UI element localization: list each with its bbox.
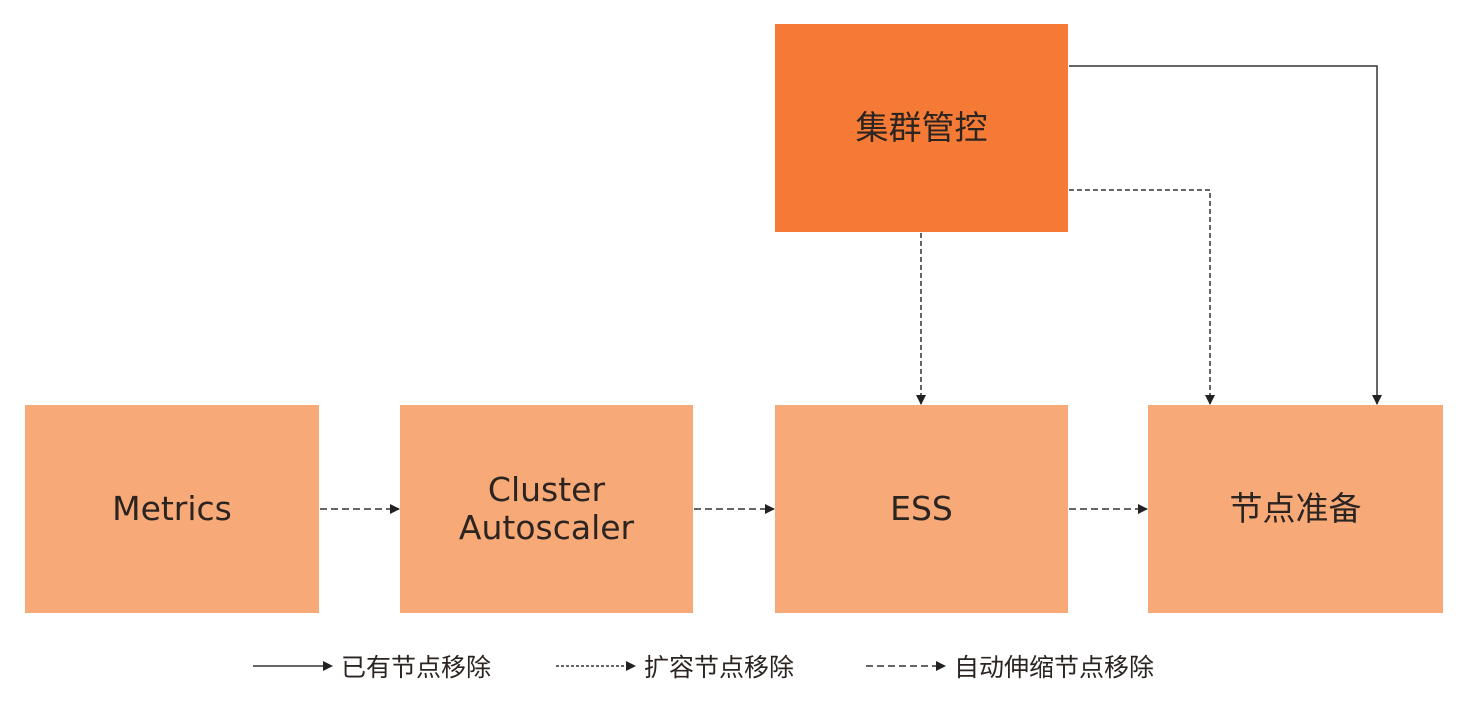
node-cluster-autoscaler: Cluster Autoscaler xyxy=(400,405,693,613)
legend-item-solid: 已有节点移除 xyxy=(253,648,491,684)
solid-line-icon xyxy=(253,661,333,671)
node-cluster-autoscaler-label-1: Cluster xyxy=(487,470,606,510)
legend-label-solid: 已有节点移除 xyxy=(341,653,492,682)
edge-management-to-node-prepare-dotted xyxy=(1069,189,1215,405)
node-cluster-autoscaler-label-2: Autoscaler xyxy=(458,508,635,547)
node-cluster-management-label: 集群管控 xyxy=(855,108,988,148)
node-cluster-management: 集群管控 xyxy=(775,24,1068,232)
node-metrics: Metrics xyxy=(25,405,319,613)
node-node-prepare: 节点准备 xyxy=(1148,405,1443,613)
node-metrics-label: Metrics xyxy=(112,489,232,529)
node-ess: ESS xyxy=(775,405,1068,613)
node-node-prepare-label: 节点准备 xyxy=(1229,489,1362,529)
legend-item-dotted: 扩容节点移除 xyxy=(556,648,794,684)
legend-label-dashed: 自动伸缩节点移除 xyxy=(954,653,1155,682)
legend-item-dashed: 自动伸缩节点移除 xyxy=(866,648,1154,684)
dotted-line-icon xyxy=(556,661,636,671)
connectors xyxy=(320,65,1382,514)
edge-management-to-node-prepare-solid xyxy=(1069,65,1382,405)
legend-label-dotted: 扩容节点移除 xyxy=(644,653,795,682)
node-ess-label: ESS xyxy=(890,489,953,529)
dashed-line-icon xyxy=(866,661,946,671)
